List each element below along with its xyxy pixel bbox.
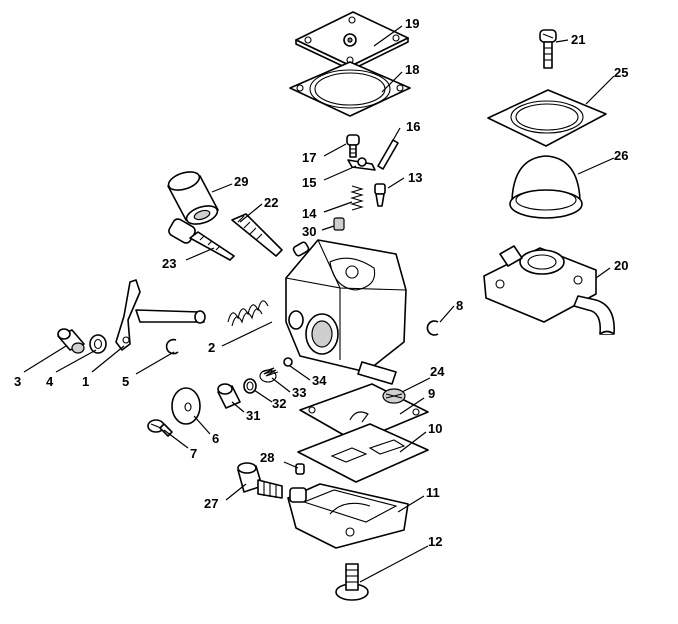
callout-7: 7 — [190, 446, 197, 461]
part-19-cover-plate — [295, 11, 409, 71]
part-30-plug — [333, 217, 345, 231]
part-15-lever — [347, 157, 376, 171]
callout-19: 19 — [405, 16, 419, 31]
callout-21: 21 — [571, 32, 585, 47]
callout-2: 2 — [208, 340, 215, 355]
part-4-washer — [89, 334, 107, 354]
callout-6: 6 — [212, 431, 219, 446]
callout-17: 17 — [302, 150, 316, 165]
part-2-spring — [227, 300, 269, 327]
callout-14: 14 — [302, 206, 317, 221]
leader-lines — [23, 25, 615, 583]
part-26-primer-bulb — [509, 155, 583, 219]
part-29-sleeve — [167, 171, 219, 225]
part-21-screw — [539, 29, 557, 69]
part-3-sleeve — [57, 328, 85, 354]
callout-12: 12 — [428, 534, 442, 549]
part-16-pin — [377, 139, 399, 170]
part-28-pin — [295, 463, 305, 475]
callout-28: 28 — [260, 450, 274, 465]
callout-3: 3 — [14, 374, 21, 389]
callout-4: 4 — [46, 374, 54, 389]
part-14-spring — [350, 185, 364, 211]
callout-16: 16 — [406, 119, 420, 134]
callout-labels: 19 18 17 16 15 13 14 30 29 22 23 2 3 4 1… — [14, 16, 628, 549]
callout-9: 9 — [428, 386, 435, 401]
part-5-clip — [165, 338, 179, 355]
callout-22: 22 — [264, 195, 278, 210]
part-20-primer-housing — [483, 245, 615, 335]
callout-34: 34 — [312, 373, 327, 388]
part-13-inlet-needle — [374, 183, 386, 207]
part-6-disc — [171, 387, 201, 425]
callout-24: 24 — [430, 364, 445, 379]
part-33-spring — [259, 367, 279, 383]
part-10-gasket — [297, 423, 429, 483]
part-34-o-ring — [283, 357, 293, 367]
callout-30: 30 — [302, 224, 316, 239]
part-31-plug — [217, 383, 241, 409]
part-27-adjusting-screw — [237, 462, 283, 499]
callout-29: 29 — [234, 174, 248, 189]
callout-27: 27 — [204, 496, 218, 511]
callout-31: 31 — [246, 408, 260, 423]
part-17-screw — [346, 134, 360, 158]
carburetor-body — [285, 239, 407, 385]
callout-10: 10 — [428, 421, 442, 436]
callout-11: 11 — [426, 485, 440, 500]
part-32-o-ring — [243, 378, 257, 394]
callout-13: 13 — [408, 170, 422, 185]
part-11-metering-cover — [287, 483, 409, 549]
callout-26: 26 — [614, 148, 628, 163]
callout-15: 15 — [302, 175, 316, 190]
callout-23: 23 — [162, 256, 176, 271]
part-24-screen — [382, 388, 406, 404]
callout-5: 5 — [122, 374, 129, 389]
callout-18: 18 — [405, 62, 419, 77]
part-1-throttle-lever — [115, 279, 206, 351]
callout-20: 20 — [614, 258, 628, 273]
part-22-throttle-shaft — [231, 213, 283, 257]
part-18-gasket — [289, 61, 411, 117]
callout-25: 25 — [614, 65, 628, 80]
callout-1: 1 — [82, 374, 89, 389]
part-12-screw — [335, 563, 369, 601]
part-8-clip — [426, 320, 439, 336]
part-25-gasket — [487, 89, 607, 147]
callout-33: 33 — [292, 385, 306, 400]
callout-8: 8 — [456, 298, 463, 313]
part-23-adjusting-screw — [168, 218, 235, 261]
callout-32: 32 — [272, 396, 286, 411]
